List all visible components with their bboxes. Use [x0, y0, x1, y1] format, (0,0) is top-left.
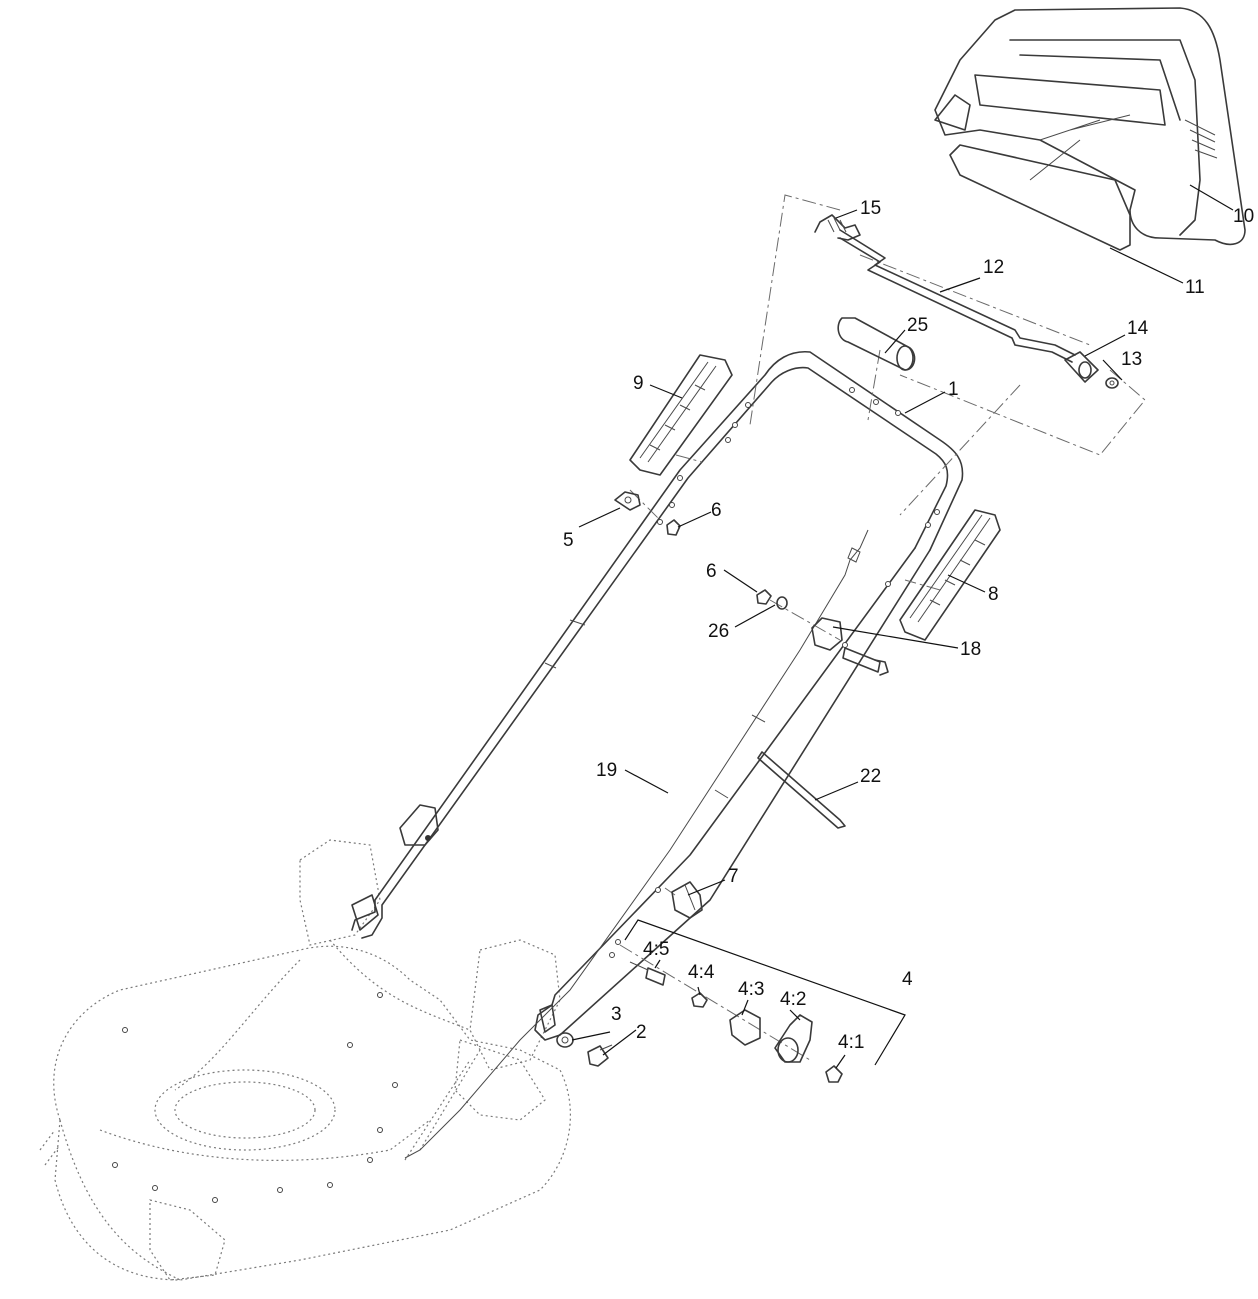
- shoulder-bolt: [587, 1044, 613, 1067]
- nut-lower: [756, 589, 772, 605]
- callout-4-1: 4:1: [838, 1032, 864, 1053]
- callout-4-2: 4:2: [780, 989, 806, 1010]
- handle-knob: [671, 881, 703, 919]
- cable-tie: [757, 751, 846, 829]
- cable-clip: [614, 491, 641, 511]
- callout-22: 22: [860, 766, 881, 787]
- cable-clamp: [811, 617, 889, 676]
- callout-13: 13: [1121, 349, 1142, 370]
- guide-left: [629, 354, 733, 476]
- bail-handle: [934, 7, 1246, 246]
- callout-3: 3: [611, 1004, 622, 1025]
- callout-1: 1: [948, 379, 959, 400]
- callout-10: 10: [1233, 206, 1254, 227]
- callout-4-4: 4:4: [688, 962, 715, 983]
- handle-grip-plate: [949, 139, 1131, 251]
- control-rod: [839, 229, 1076, 363]
- callout-19: 19: [596, 760, 617, 781]
- foam-grip: [837, 317, 916, 371]
- callout-12: 12: [983, 257, 1004, 278]
- torsion-spring: [814, 214, 861, 241]
- callout-2: 2: [636, 1022, 647, 1043]
- callout-4: 4: [902, 969, 913, 990]
- mower-deck: [39, 839, 571, 1281]
- callout-5: 5: [563, 530, 574, 551]
- callout-26: 26: [708, 621, 729, 642]
- guide-right: [899, 509, 1001, 641]
- callout-18: 18: [960, 639, 981, 660]
- callout-8: 8: [988, 584, 999, 605]
- height-adjust-assembly: [624, 919, 906, 1083]
- callout-14: 14: [1127, 318, 1149, 339]
- washer-13: [1105, 377, 1119, 389]
- callout-11: 11: [1185, 277, 1205, 298]
- washer-26: [776, 596, 788, 610]
- leader-lines: [571, 184, 1234, 1069]
- callout-6-lower: 6: [706, 561, 717, 582]
- callout-25: 25: [907, 315, 928, 336]
- callout-9: 9: [633, 373, 644, 394]
- control-cable: [404, 529, 869, 1159]
- callout-4-5: 4:5: [643, 939, 669, 960]
- handle-tube: [351, 350, 964, 1041]
- rod-bushing: [1064, 351, 1099, 383]
- callout-labels: 1 2 3 4 4:1 4:2 4:3 4:4 4:5 5 6 6 7 8 9 …: [563, 198, 1254, 1053]
- callout-6-upper: 6: [711, 500, 722, 521]
- callout-15: 15: [860, 198, 881, 219]
- washer-3: [556, 1032, 574, 1048]
- alignment-lines: [619, 194, 1146, 1061]
- nut-upper: [666, 519, 681, 536]
- callout-4-3: 4:3: [738, 979, 764, 1000]
- callout-7: 7: [728, 866, 739, 887]
